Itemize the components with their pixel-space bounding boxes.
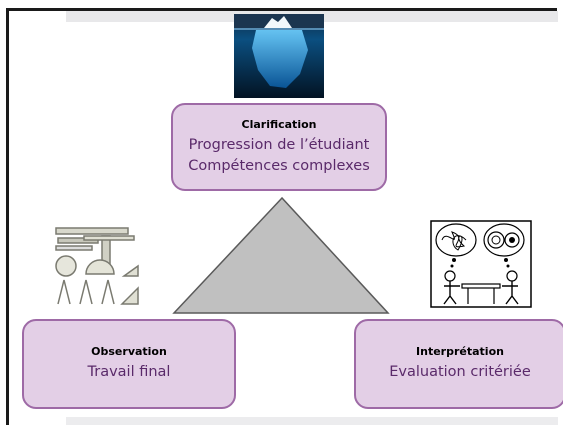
iceberg-icon bbox=[234, 14, 324, 98]
clarification-line-2: Compétences complexes bbox=[188, 157, 370, 174]
observation-line-1: Travail final bbox=[87, 364, 171, 380]
two-people-thinking-icon bbox=[430, 220, 532, 308]
bottom-band bbox=[66, 417, 558, 425]
interpretation-line-1: Evaluation critériée bbox=[389, 364, 531, 380]
observation-box: Observation Travail final bbox=[22, 319, 236, 409]
interpretation-title: Interprétation bbox=[416, 345, 504, 358]
central-triangle bbox=[172, 196, 390, 314]
clarification-box: Clarification Progression de l’étudiant … bbox=[171, 103, 387, 191]
drafting-tools-icon bbox=[55, 227, 139, 305]
clarification-line-1: Progression de l’étudiant bbox=[188, 136, 370, 153]
clarification-title: Clarification bbox=[241, 117, 317, 131]
interpretation-box: Interprétation Evaluation critériée bbox=[354, 319, 563, 409]
frame-top-line bbox=[6, 8, 557, 11]
frame-left-line bbox=[6, 8, 9, 425]
observation-title: Observation bbox=[91, 345, 167, 358]
